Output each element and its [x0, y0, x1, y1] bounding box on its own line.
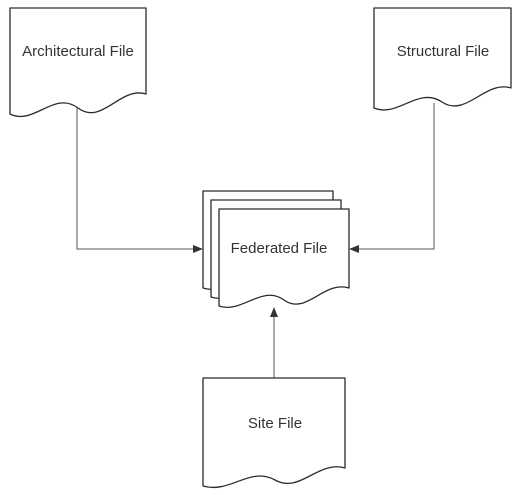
arrowhead-architectural-to-federated [193, 245, 203, 253]
node-label-architectural: Architectural File [22, 43, 134, 60]
node-site-file[interactable]: Site File [202, 377, 346, 489]
arrowhead-structural-to-federated [349, 245, 359, 253]
connectors [76, 103, 435, 378]
document-shape [202, 377, 346, 489]
connector-structural-to-federated [356, 103, 435, 250]
node-architectural-file[interactable]: Architectural File [9, 7, 147, 117]
node-label-structural: Structural File [397, 43, 490, 60]
document-shape [9, 7, 147, 117]
arrowhead-site-to-federated [270, 307, 278, 317]
document-stack-front [218, 208, 350, 308]
connector-architectural-to-federated [76, 107, 196, 250]
node-label-site: Site File [248, 415, 302, 432]
node-federated-file[interactable]: Federated File [202, 190, 350, 308]
node-structural-file[interactable]: Structural File [373, 7, 512, 111]
document-shape [373, 7, 512, 111]
node-label-federated: Federated File [231, 240, 328, 257]
